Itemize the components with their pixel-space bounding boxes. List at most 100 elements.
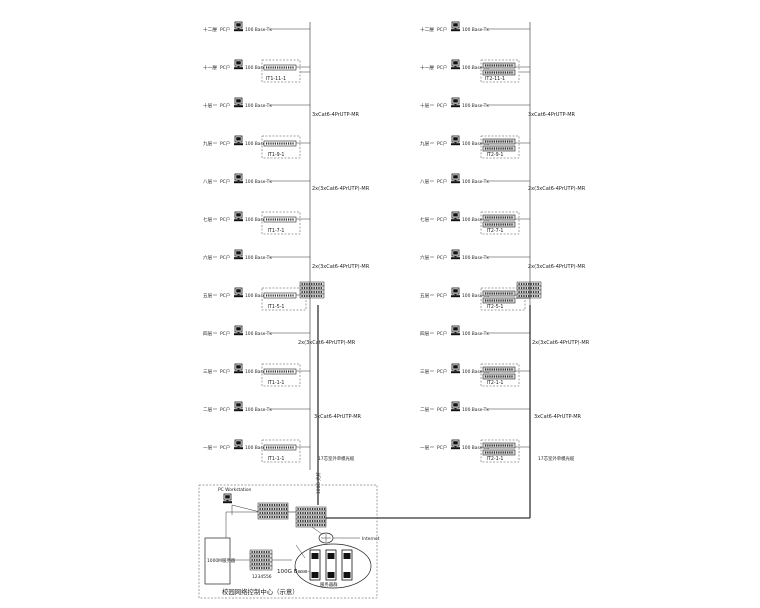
telecom-room-box [480, 59, 520, 83]
telecom-box-label: IT2-11-1 [485, 76, 505, 82]
telecom-box-label: IT2-1-1 [487, 456, 504, 462]
switch-port [487, 444, 489, 447]
rack-port [315, 291, 318, 293]
switch-port [281, 294, 283, 297]
switch-port [274, 294, 276, 297]
switch-unit [263, 64, 297, 71]
rack-port [297, 508, 299, 510]
switch-unit [263, 444, 297, 451]
rack-port [319, 524, 321, 526]
rack-port [251, 551, 253, 553]
switch-unit [263, 140, 297, 147]
base-tx-label: 100 Base-Tx [462, 103, 489, 109]
server-group-ellipse [294, 543, 372, 589]
monitor-screen [453, 213, 458, 217]
switch-port [485, 451, 487, 454]
keyboard [451, 333, 460, 336]
floor-label: 五层 [203, 293, 213, 299]
keyboard [234, 219, 243, 222]
switch-port [270, 218, 272, 221]
server-group-link [295, 544, 306, 559]
rack-port [301, 283, 303, 285]
rack-port [269, 508, 271, 510]
floor-label: 一层 [420, 445, 430, 451]
switch-port [511, 368, 513, 371]
switch-port [493, 140, 495, 143]
rack-port [518, 287, 520, 289]
rack-port [302, 512, 304, 514]
switch-port [281, 446, 283, 449]
base-tx-label: 100 Base-Tx [245, 293, 272, 299]
switch-port [270, 446, 272, 449]
rack-port [278, 504, 280, 506]
keyboard [223, 501, 232, 504]
rack-port [276, 512, 278, 514]
computer-icon [234, 211, 243, 222]
switch-port [292, 142, 294, 145]
rack-port [261, 567, 263, 569]
fiber-note-label: 17芯室外单模光缆 [538, 455, 575, 462]
floor-label: 八层 [420, 179, 430, 185]
pc-label: PC户 [437, 216, 447, 223]
rack-port [264, 504, 266, 506]
pc-label: PC户 [437, 292, 447, 299]
rack-port [263, 551, 265, 553]
switch-port [281, 370, 283, 373]
switch-port [493, 147, 495, 150]
switch-port [489, 216, 491, 219]
rack-port [320, 287, 322, 289]
switch-port [509, 451, 511, 454]
keyboard [234, 295, 243, 298]
switch-port [270, 66, 272, 69]
monitor-stand [237, 142, 240, 144]
rack-port [535, 287, 537, 289]
computer-icon [451, 21, 460, 32]
computer-icon [451, 97, 460, 108]
telecom-room-box [261, 287, 307, 311]
floor-label: 六层 [420, 254, 430, 261]
switch-port [498, 368, 500, 371]
switch-port [487, 223, 489, 226]
switch-port [272, 142, 274, 145]
rack-port [316, 508, 318, 510]
tower-body [341, 549, 353, 581]
switch-port [270, 370, 272, 373]
pc-label: PC户 [220, 444, 230, 451]
switch-port [489, 147, 491, 150]
rack-port [263, 555, 265, 557]
rack-port [525, 291, 527, 293]
computer-icon [234, 325, 243, 336]
computer-icon [234, 97, 243, 108]
switch-unit [482, 366, 516, 373]
rack-port [306, 283, 308, 285]
monitor-stand [226, 500, 229, 502]
rack-port [315, 287, 318, 289]
base-tx-label: 100 Base-Tx [245, 179, 272, 185]
telecom-box-label: IT1-9-1 [268, 152, 285, 158]
pc-label: PC户 [220, 178, 230, 185]
rack-port [283, 512, 285, 514]
switch-port [277, 294, 279, 297]
switch-port [491, 71, 493, 74]
switch-port [290, 142, 292, 145]
rack-port [528, 283, 530, 285]
monitor-stand [454, 142, 457, 144]
rack-port [535, 291, 537, 293]
switch-port [277, 142, 279, 145]
floor-label: 七层 [420, 216, 430, 223]
rack-port [314, 524, 316, 526]
switch-port [487, 216, 489, 219]
switch-port [489, 64, 491, 67]
rack-port [266, 504, 268, 506]
switch-port [509, 223, 511, 226]
switch-port [496, 223, 498, 226]
rack-port [321, 520, 323, 522]
switch-unit [263, 216, 297, 223]
computer-icon [451, 135, 460, 146]
rack-port [311, 287, 313, 289]
rack-port [302, 524, 304, 526]
rack-port [319, 516, 321, 518]
switch-port [491, 451, 493, 454]
rack-port [285, 512, 288, 514]
keyboard [234, 447, 243, 450]
